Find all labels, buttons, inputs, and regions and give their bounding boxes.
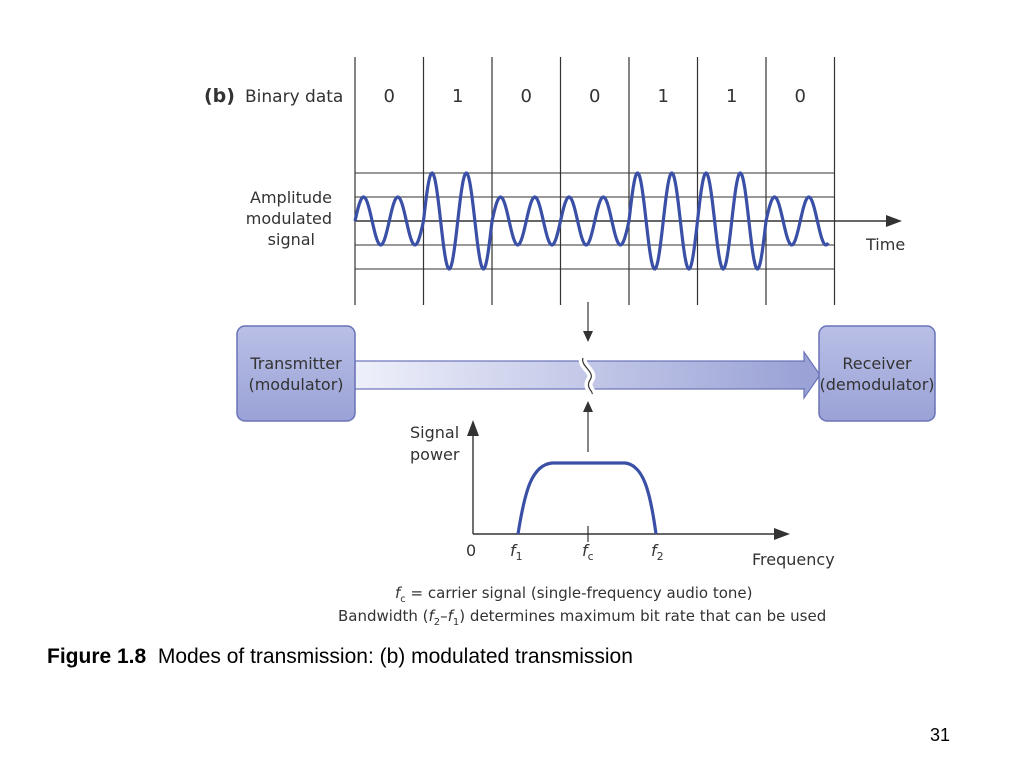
bandwidth-f1-symbol: f xyxy=(448,607,456,625)
bit-digit: 1 xyxy=(726,86,737,107)
time-axis-arrowhead xyxy=(886,215,902,227)
f1-symbol: f xyxy=(510,541,518,560)
signal-label-line1: Amplitude xyxy=(250,188,332,207)
bit-digit: 0 xyxy=(521,86,532,107)
f1-label: f1 xyxy=(510,541,523,563)
bit-digit: 1 xyxy=(658,86,669,107)
transmitter-box xyxy=(236,325,356,422)
time-label: Time xyxy=(865,235,905,254)
f2-symbol: f xyxy=(651,541,659,560)
fc-label: fc xyxy=(582,541,594,563)
fc-subscript: c xyxy=(588,550,594,563)
transmitter-label-line1: Transmitter xyxy=(249,354,342,373)
carrier-note-text: = carrier signal (single-frequency audio… xyxy=(406,584,753,602)
frequency-axis-arrowhead xyxy=(774,528,790,540)
bandwidth-f2-subscript: 2 xyxy=(434,617,440,628)
amplitude-guides xyxy=(355,172,835,270)
carrier-note: fc = carrier signal (single-frequency au… xyxy=(395,584,753,605)
power-label-line2: power xyxy=(410,445,460,464)
receiver-box xyxy=(818,325,936,422)
figure-caption: Figure 1.8 Modes of transmission: (b) mo… xyxy=(47,645,633,669)
page-number: 31 xyxy=(930,725,951,745)
origin-label: 0 xyxy=(466,541,476,560)
receiver-label-line1: Receiver xyxy=(842,354,912,373)
signal-down-arrowhead xyxy=(583,331,593,342)
power-axis-arrowhead xyxy=(467,420,479,436)
spectrum-up-arrowhead xyxy=(583,401,593,412)
bandwidth-dash: – xyxy=(440,607,448,625)
carrier-note-subscript: c xyxy=(400,594,406,605)
bit-digit: 0 xyxy=(384,86,395,107)
figure-caption-text: Modes of transmission: (b) modulated tra… xyxy=(157,645,633,668)
bit-digit: 0 xyxy=(795,86,806,107)
bit-labels: 0 1 0 0 1 1 0 xyxy=(384,86,806,107)
frequency-label: Frequency xyxy=(752,550,835,569)
bit-digit: 1 xyxy=(452,86,463,107)
bandwidth-f2-symbol: f xyxy=(428,607,436,625)
panel-letter: (b) xyxy=(204,85,235,107)
channel-pipe xyxy=(354,350,821,400)
am-waveform xyxy=(353,171,830,271)
figure-number: Figure 1.8 xyxy=(47,645,147,668)
fc-symbol: f xyxy=(582,541,590,560)
power-label-line1: Signal xyxy=(410,423,459,442)
modulated-transmission-diagram: (b) Binary data 0 1 0 0 1 1 0 Time Amplitude m… xyxy=(204,57,936,628)
bit-grid xyxy=(354,57,836,305)
f2-subscript: 2 xyxy=(657,550,664,563)
bit-digit: 0 xyxy=(589,86,600,107)
bandwidth-note-prefix: Bandwidth ( xyxy=(338,607,428,625)
signal-label-line2: modulated xyxy=(246,209,332,228)
bandwidth-note: Bandwidth (f2–f1) determines maximum bit… xyxy=(338,607,826,628)
transmitter-label-line2: (modulator) xyxy=(248,375,343,394)
receiver-label-line2: (demodulator) xyxy=(819,375,934,394)
signal-label-line3: signal xyxy=(268,230,315,249)
carrier-note-symbol: f xyxy=(395,584,403,602)
binary-data-label: Binary data xyxy=(245,87,343,107)
f2-label: f2 xyxy=(651,541,664,563)
f1-subscript: 1 xyxy=(516,550,523,563)
bandwidth-f1-subscript: 1 xyxy=(453,617,459,628)
bandwidth-note-suffix: ) determines maximum bit rate that can b… xyxy=(459,607,826,625)
spectrum-curve xyxy=(516,461,658,535)
